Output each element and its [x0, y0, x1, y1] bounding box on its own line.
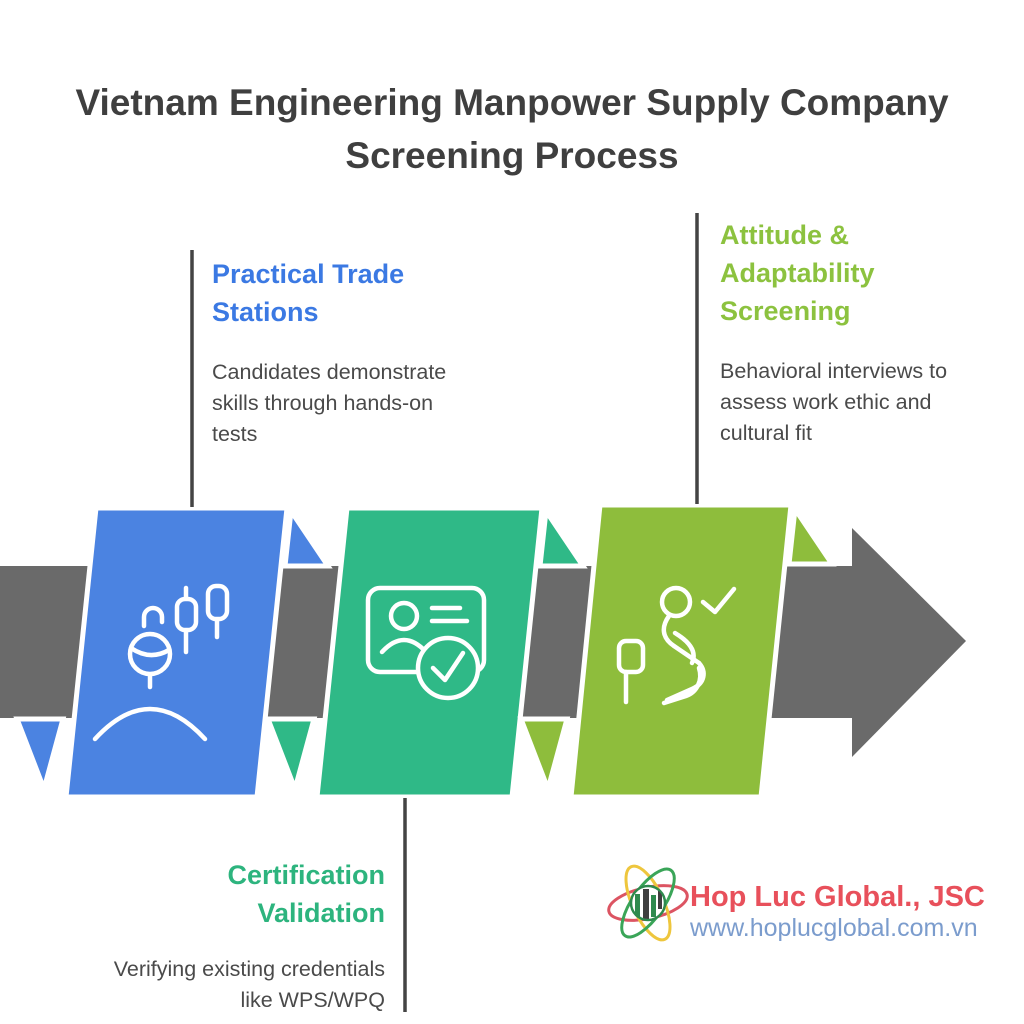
ribbon-step-2-fold-top [537, 503, 588, 569]
ribbon-step-1-fold-top [282, 503, 333, 569]
id-card-verified-icon [365, 585, 487, 701]
page-title-company-line: Vietnam Engineering Manpower Supply Comp… [75, 82, 949, 123]
step-1-title: Practical Trade Stations [212, 259, 405, 327]
process-arrow-head [852, 528, 966, 757]
step-2-title: Certification Validation [227, 860, 385, 928]
logo-buildings [635, 889, 662, 919]
step-1-label: Practical Trade Stations Candidates demo… [212, 255, 454, 450]
step-3-description: Behavioral interviews to assess work eth… [720, 359, 948, 445]
footer-branding: Hop Luc Global., JSC www.hoplucglobal.co… [690, 881, 1020, 943]
step-1-description: Candidates demonstrate skills through ha… [212, 360, 447, 446]
page-title-process-line: Screening Process [345, 135, 679, 176]
ribbon-step-1-body [63, 505, 290, 800]
footer-website-url: www.hoplucglobal.com.vn [690, 914, 978, 942]
step-2-description: Verifying existing credentials like WPS/… [113, 957, 385, 1012]
ribbon-step-2-fold-bottom [264, 716, 318, 798]
interview-seated-person-check-icon [616, 585, 737, 706]
hop-luc-global-atom-logo [607, 864, 689, 942]
ribbon-step-3-fold-bottom [517, 716, 571, 798]
ribbon-step-1-fold-bottom [13, 716, 67, 798]
step-2-label: Certification Validation Verifying exist… [85, 856, 385, 1016]
worker-skill-gauges-icon [92, 583, 230, 742]
step-3-label: Attitude & Adaptability Screening Behavi… [720, 216, 947, 449]
step-3-title: Attitude & Adaptability Screening [720, 220, 875, 326]
ribbon-step-3-fold-top [786, 501, 837, 567]
ribbon-step-1 [13, 503, 333, 800]
footer-company-name: Hop Luc Global., JSC [690, 881, 985, 913]
page-title: Vietnam Engineering Manpower Supply Comp… [0, 76, 1024, 182]
